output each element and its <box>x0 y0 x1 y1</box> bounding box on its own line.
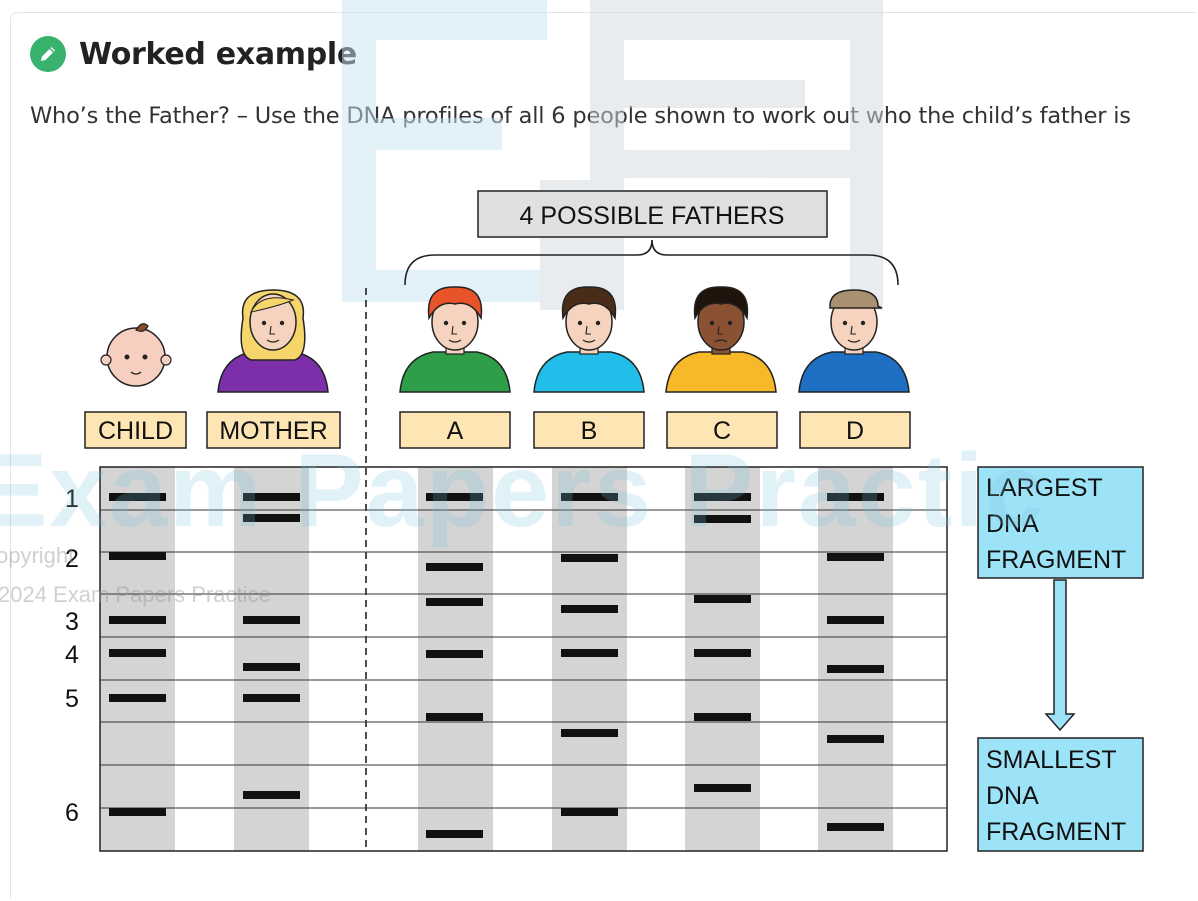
dna-band <box>827 823 884 831</box>
dna-band <box>426 713 483 721</box>
dna-band <box>426 598 483 606</box>
question-text: Who’s the Father? – Use the DNA profiles… <box>30 103 1131 129</box>
person-label-box <box>399 411 511 449</box>
dna-band <box>827 665 884 673</box>
fathers-brace <box>404 239 899 286</box>
worked-example-heading: Worked example <box>30 36 357 72</box>
dna-band <box>827 735 884 743</box>
watermark-text: Exam Papers Practic <box>0 433 1046 549</box>
gel-lanes <box>100 467 893 851</box>
dna-band <box>109 552 166 560</box>
size-arrow <box>1044 579 1076 732</box>
dna-band <box>109 808 166 816</box>
dna-band <box>561 554 618 562</box>
legend-line: FRAGMENT <box>986 818 1126 846</box>
mother-portrait <box>217 289 329 393</box>
heading-title: Worked example <box>79 36 357 72</box>
person-label-box <box>84 411 187 449</box>
dna-bands <box>109 493 884 838</box>
father-b-portrait <box>533 286 645 393</box>
dna-band <box>694 713 751 721</box>
largest-fragment-label: LARGEST DNA FRAGMENT <box>986 474 1126 574</box>
legend-line: DNA <box>986 510 1039 538</box>
father-a-portrait <box>399 286 511 393</box>
person-label-box <box>799 411 911 449</box>
gel-frame <box>99 466 948 852</box>
dna-band <box>561 493 618 501</box>
watermark-copyright: opyright <box>0 543 75 568</box>
dna-band <box>694 784 751 792</box>
dna-band <box>243 493 300 501</box>
person-label-box <box>533 411 645 449</box>
child-portrait <box>100 323 172 387</box>
dna-band <box>426 493 483 501</box>
dna-band <box>109 493 166 501</box>
largest-fragment-box <box>977 466 1144 579</box>
dna-band <box>827 553 884 561</box>
dna-band <box>243 616 300 624</box>
possible-fathers-box <box>477 190 828 238</box>
legend-line: LARGEST <box>986 474 1103 502</box>
row-labels: 1 2 3 4 5 6 <box>65 485 79 827</box>
person-label: D <box>846 417 864 445</box>
gel-lane <box>100 467 175 851</box>
dna-band <box>561 649 618 657</box>
dna-band <box>694 493 751 501</box>
person-label-box <box>206 411 341 449</box>
row-label: 6 <box>65 799 79 827</box>
dna-band <box>426 650 483 658</box>
gel-lane <box>818 467 893 851</box>
person-labels: CHILD MOTHER A B C D <box>84 411 911 449</box>
dna-band <box>561 808 618 816</box>
gel-lane <box>234 467 309 851</box>
people-portraits <box>100 286 910 393</box>
father-c-portrait <box>665 286 777 393</box>
row-label: 2 <box>65 545 79 573</box>
dna-band <box>694 515 751 523</box>
possible-fathers-label: 4 POSSIBLE FATHERS <box>520 202 785 230</box>
legend-line: FRAGMENT <box>986 546 1126 574</box>
father-d-portrait <box>798 289 910 393</box>
person-label: A <box>447 417 464 445</box>
person-label: C <box>713 417 731 445</box>
dna-band <box>243 694 300 702</box>
legend-line: SMALLEST <box>986 746 1117 774</box>
smallest-fragment-box <box>977 737 1144 852</box>
watermark-year: 2024 Exam Papers Practice <box>0 582 271 607</box>
dna-band <box>694 649 751 657</box>
person-label: CHILD <box>98 417 173 445</box>
dna-band <box>827 493 884 501</box>
dna-band <box>694 595 751 603</box>
dna-band <box>243 663 300 671</box>
dna-band <box>109 694 166 702</box>
row-label: 4 <box>65 641 79 669</box>
dna-band <box>109 616 166 624</box>
row-label: 5 <box>65 685 79 713</box>
dna-band <box>561 605 618 613</box>
legend-line: DNA <box>986 782 1039 810</box>
dna-band <box>109 649 166 657</box>
smallest-fragment-label: SMALLEST DNA FRAGMENT <box>986 746 1126 846</box>
gel-lane <box>552 467 627 851</box>
dna-band <box>243 514 300 522</box>
row-label: 3 <box>65 608 79 636</box>
gel-gridlines <box>100 509 947 809</box>
person-label-box <box>666 411 778 449</box>
watermark-logo <box>342 0 883 310</box>
dna-band <box>243 791 300 799</box>
gel-lane <box>418 467 493 851</box>
row-label: 1 <box>65 485 79 513</box>
person-label: MOTHER <box>219 417 327 445</box>
dna-band <box>426 830 483 838</box>
dna-band <box>561 729 618 737</box>
person-label: B <box>581 417 598 445</box>
pencil-icon <box>30 36 66 72</box>
dna-band <box>827 616 884 624</box>
dna-band <box>426 563 483 571</box>
